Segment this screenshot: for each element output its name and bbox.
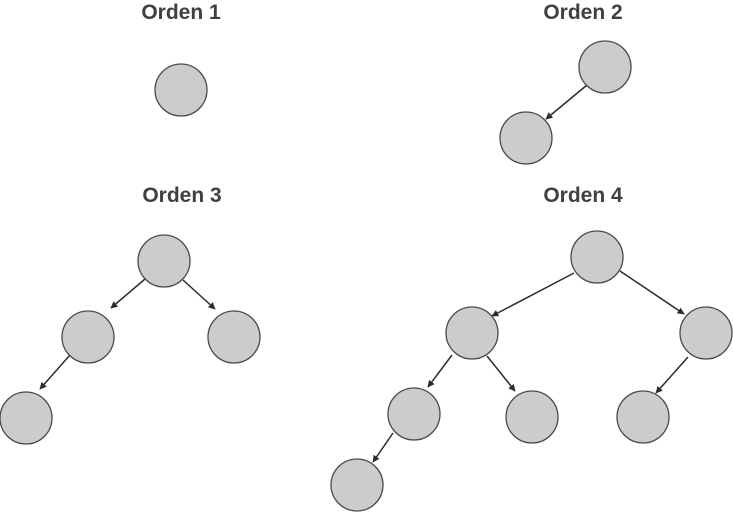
tree-edge-arrow — [491, 272, 575, 317]
tree-edge-arrow — [110, 278, 146, 309]
tree-edge-arrow — [545, 84, 588, 120]
tree-edge-arrow — [372, 432, 394, 463]
tree-title-orden-4: Orden 4 — [543, 184, 623, 207]
tree-node-root — [570, 230, 624, 284]
tree-title-orden-2: Orden 2 — [543, 1, 622, 24]
tree-orden-4: Orden 4 — [330, 184, 733, 512]
tree-node — [499, 111, 553, 165]
tree-edge-arrow — [427, 354, 453, 388]
tree-edge-arrow — [182, 279, 216, 310]
tree-edge-arrow — [619, 270, 685, 315]
tree-title-orden-3: Orden 3 — [142, 184, 221, 207]
tree-node — [154, 63, 208, 117]
tree-node — [0, 391, 53, 445]
tree-orden-2: Orden 2 — [499, 1, 632, 165]
tree-node-root — [578, 40, 632, 94]
tree-node — [61, 310, 115, 364]
tree-node — [445, 306, 499, 360]
tree-title-orden-1: Orden 1 — [141, 1, 221, 24]
tree-orden-3: Orden 3 — [0, 184, 261, 445]
tree-node — [330, 458, 384, 512]
tree-node — [679, 306, 733, 360]
tree-orden-1: Orden 1 — [141, 1, 221, 117]
tree-node — [207, 310, 261, 364]
tree-node — [387, 387, 441, 441]
tree-node-root — [137, 234, 191, 288]
tree-edge-arrow — [39, 354, 71, 390]
tree-edge-arrow — [655, 356, 689, 394]
tree-edge-arrow — [486, 355, 516, 392]
tree-node — [616, 390, 670, 444]
tree-node — [505, 390, 559, 444]
